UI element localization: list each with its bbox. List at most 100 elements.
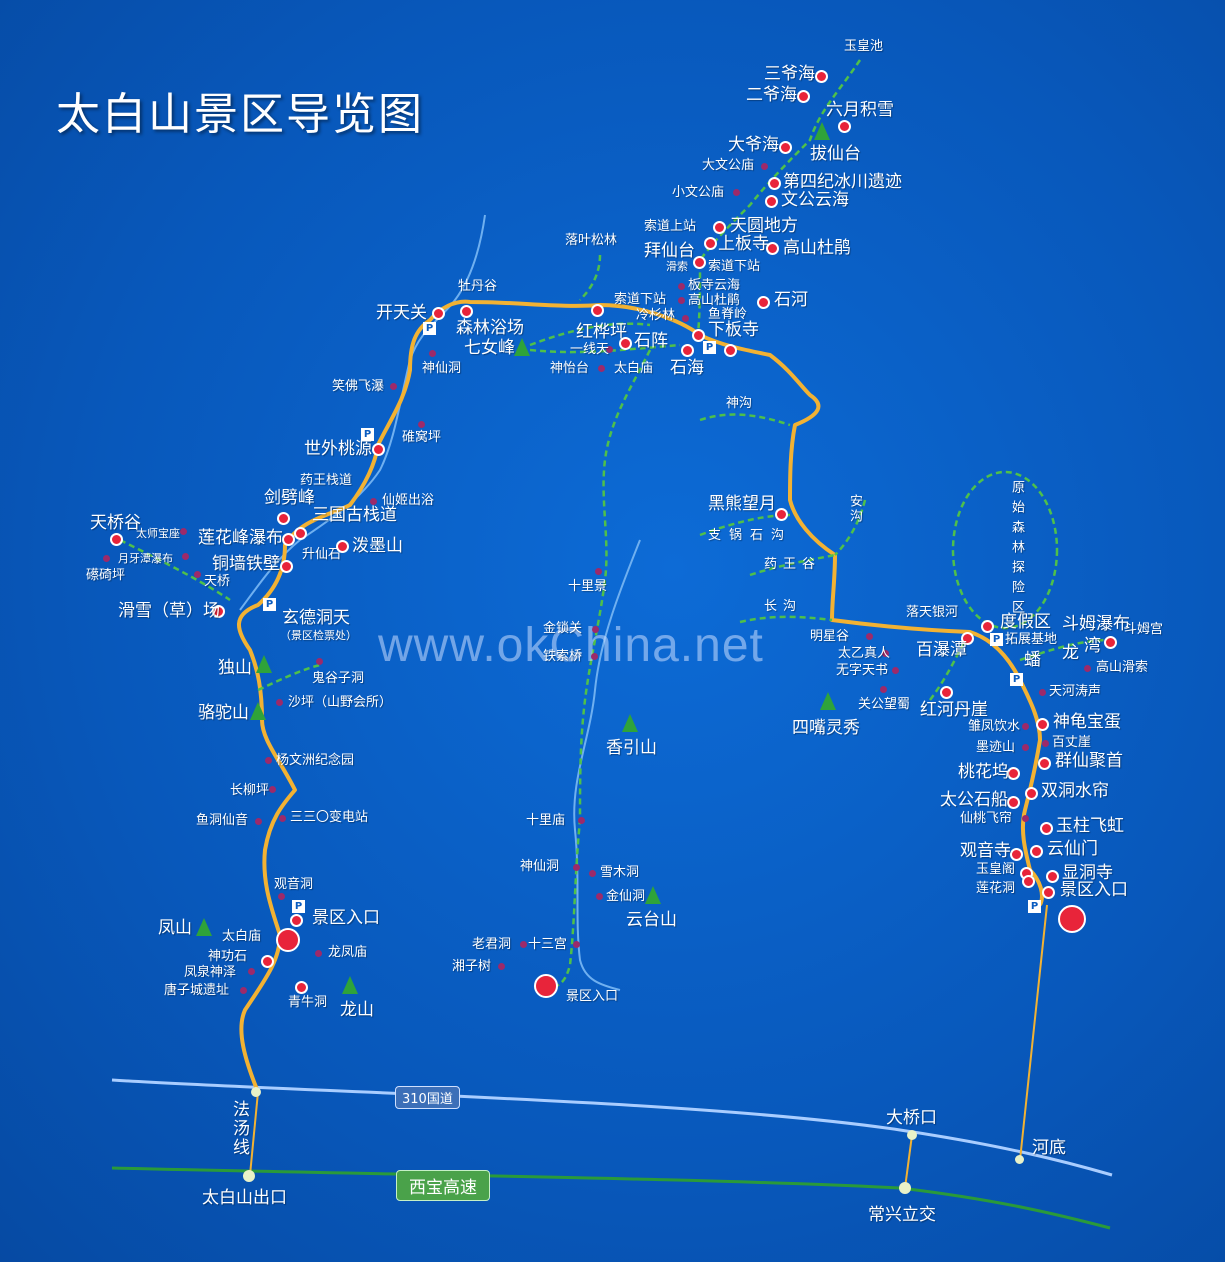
poi-marker (269, 786, 276, 793)
parking-icon: P (1010, 673, 1023, 686)
poi-label: 鬼谷子洞 (312, 671, 365, 686)
poi-label: 神龟宝蛋 (1053, 712, 1121, 732)
poi-label: 长沟 (764, 599, 803, 614)
changgou-trail (739, 615, 833, 624)
poi-marker (678, 283, 685, 290)
poi-marker (866, 633, 873, 640)
poi-marker (194, 571, 201, 578)
entrance-label: 景区入口 (1060, 880, 1128, 900)
poi-marker (1030, 845, 1043, 858)
poi-marker (573, 941, 580, 948)
poi-label: 碓窝坪 (402, 430, 442, 445)
poi-marker (724, 344, 737, 357)
poi-label: 玄德洞天 (282, 608, 350, 628)
poi-marker (606, 346, 613, 353)
poi-label: 药王谷 (764, 557, 822, 572)
poi-label: 金锁关 (543, 621, 583, 636)
poi-label: 龙 (1062, 643, 1079, 663)
poi-label: 神功石 (208, 949, 248, 964)
poi-marker (596, 893, 603, 900)
poi-label: 小文公庙 (672, 185, 725, 200)
junction-dot (1015, 1155, 1024, 1164)
poi-marker (595, 568, 602, 575)
mountain-icon (250, 702, 266, 720)
poi-marker (103, 555, 110, 562)
main-road-west (237, 299, 1044, 1093)
poi-label: 太公石船 (940, 790, 1008, 810)
poi-label: 龙凤庙 (328, 945, 368, 960)
poi-label: 世外桃源 (304, 439, 372, 459)
mountain-label: 香引山 (606, 738, 657, 758)
poi-label: 仙桃飞帘 (960, 811, 1013, 826)
poi-label: 百瀑潭 (916, 640, 967, 660)
poi-marker (682, 315, 689, 322)
poi-marker (248, 968, 255, 975)
poi-marker (294, 527, 307, 540)
poi-marker (240, 987, 247, 994)
poi-label: 太乙真人 (838, 646, 891, 661)
entrance-gate-icon (276, 928, 300, 952)
poi-label: 笑佛飞瀑 (332, 379, 385, 394)
poi-label: （景区检票处） (280, 629, 357, 642)
poi-marker (797, 90, 810, 103)
forest-trail-loop (951, 470, 1059, 630)
poi-label: 三爷海 (764, 64, 815, 84)
junction-label: 太白山出口 (202, 1188, 287, 1208)
poi-label: 太师宝座 (136, 527, 180, 540)
poi-label: 文公云海 (781, 190, 849, 210)
tianqiao-trail (119, 538, 231, 602)
poi-marker (460, 305, 473, 318)
poi-label: 月牙潭瀑布 (118, 552, 173, 565)
poi-label: 神仙洞 (422, 361, 462, 376)
poi-label: 安沟 (847, 494, 862, 524)
poi-marker (498, 963, 505, 970)
poi-label: 第四纪冰川遗迹 (783, 172, 902, 192)
zhiguo-trail (699, 513, 791, 537)
poi-label: 金仙洞 (606, 889, 646, 904)
poi-marker (765, 195, 778, 208)
poi-marker (892, 667, 899, 674)
river (239, 214, 486, 611)
poi-label: 湘子树 (452, 959, 492, 974)
poi-marker (520, 941, 527, 948)
poi-marker (1038, 757, 1051, 770)
poi-label: 索道下站 (614, 292, 667, 307)
poi-label: 观音寺 (960, 841, 1011, 861)
poi-label: 太白庙 (222, 929, 262, 944)
poi-marker (768, 177, 781, 190)
mountain-icon (196, 918, 212, 936)
poi-label: 天桥 (204, 574, 231, 589)
poi-marker (733, 189, 740, 196)
poi-label: 湾 (1084, 636, 1101, 656)
parking-icon: P (263, 598, 276, 611)
poi-label: 红河丹崖 (920, 700, 988, 720)
qinv-trail-2 (529, 343, 681, 354)
poi-label: 森林浴场 (456, 318, 524, 338)
mountain-label: 拔仙台 (810, 144, 861, 164)
poi-marker (1042, 886, 1055, 899)
poi-label: 莲花峰瀑布 (198, 528, 283, 548)
poi-marker (779, 141, 792, 154)
poi-marker (182, 553, 189, 560)
poi-label: 长柳坪 (230, 783, 270, 798)
poi-label: 太白庙 (614, 361, 654, 376)
poi-marker (882, 650, 889, 657)
junction-road (904, 1134, 913, 1189)
douma-trail (1019, 638, 1111, 662)
poi-marker (775, 508, 788, 521)
poi-label: 礤碕坪 (86, 568, 126, 583)
junction-label: 河底 (1032, 1138, 1066, 1158)
qinv-trail (529, 322, 651, 347)
poi-marker (316, 658, 323, 665)
poi-label: 石海 (670, 358, 704, 378)
poi-marker (1022, 875, 1035, 888)
mountain-label: 骆驼山 (198, 703, 249, 723)
poi-label: 落叶松林 (565, 233, 618, 248)
poi-label: 天圆地方 (730, 216, 798, 236)
poi-label: 支锅石沟 (708, 528, 793, 543)
shengou-trail (699, 413, 791, 427)
poi-label: 泼墨山 (352, 536, 403, 556)
poi-label: 剑劈峰 (264, 488, 315, 508)
